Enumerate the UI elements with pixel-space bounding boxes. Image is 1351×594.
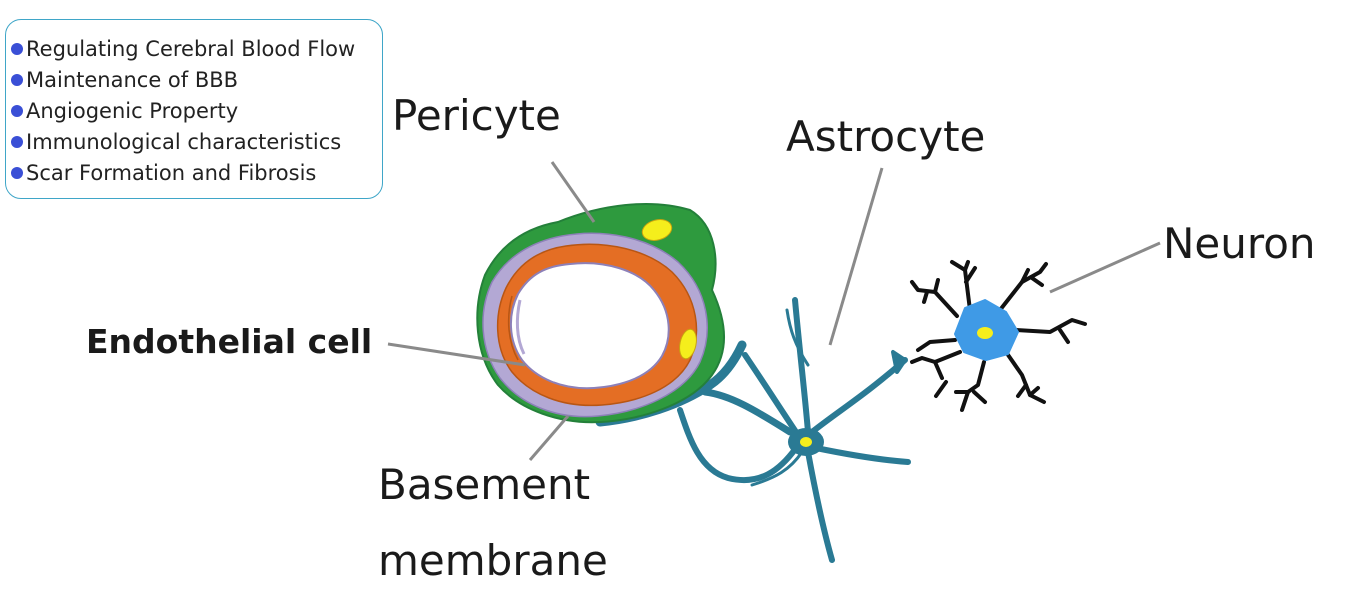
leader-lines	[387, 161, 1161, 461]
pericyte-label: Pericyte	[392, 91, 561, 140]
bullet-icon	[11, 135, 23, 148]
function-item: Maintenance of BBB	[11, 64, 382, 95]
function-item: Immunological characteristics	[11, 126, 382, 157]
astrocyte-nucleus	[800, 437, 812, 447]
function-item: Regulating Cerebral Blood Flow	[11, 33, 382, 64]
pericyte-functions-box: Regulating Cerebral Blood Flow Maintenan…	[5, 19, 383, 199]
neuron-leader	[1049, 241, 1161, 294]
blood-vessel	[476, 203, 725, 424]
bullet-icon	[11, 42, 23, 55]
basement-leader	[528, 415, 570, 461]
neuron-label: Neuron	[1163, 219, 1316, 268]
bullet-icon	[11, 104, 23, 117]
basement-membrane-label-line1: Basement	[378, 460, 591, 509]
astrocyte-leader	[828, 167, 884, 346]
pericyte-nucleus	[641, 219, 673, 241]
endothelial-cell-label: Endothelial cell	[86, 322, 373, 361]
astrocyte-label: Astrocyte	[786, 112, 986, 161]
astrocyte	[595, 297, 911, 563]
vessel-lumen	[509, 262, 670, 390]
bullet-icon	[11, 166, 23, 179]
function-item: Angiogenic Property	[11, 95, 382, 126]
endothelial-leader	[387, 342, 526, 367]
endothelial-nucleus	[679, 328, 697, 360]
pericyte-leader	[550, 161, 596, 223]
bullet-icon	[11, 73, 23, 86]
neuron	[910, 260, 1087, 412]
function-item: Scar Formation and Fibrosis	[11, 157, 382, 188]
neuron-nucleus	[977, 327, 993, 339]
basement-membrane-label-line2: membrane	[378, 536, 608, 585]
